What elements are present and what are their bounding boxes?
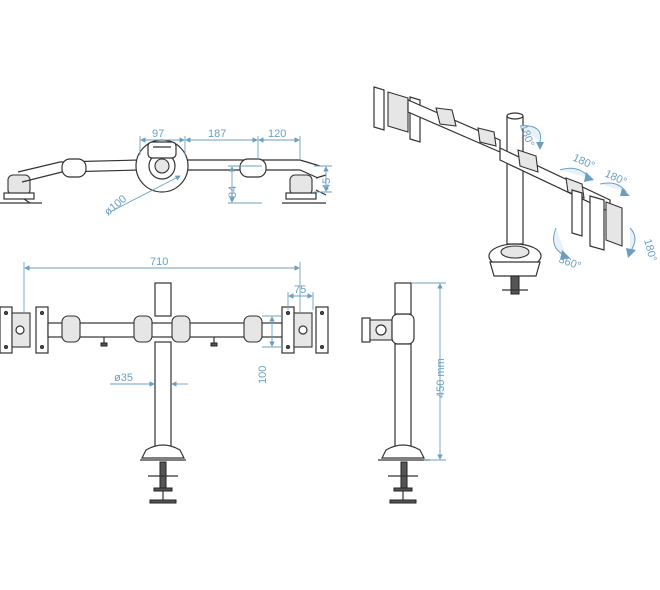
side-dimensions	[412, 282, 446, 461]
dim-187: 187	[208, 128, 226, 140]
front-right-plates	[281, 306, 329, 354]
dim-45: 45	[321, 178, 333, 190]
dim-dia100: ø100	[102, 193, 129, 218]
rotation-arrows	[519, 125, 636, 260]
rot-label-4: 180°	[641, 238, 658, 263]
top-dimensions	[109, 136, 332, 213]
dim-97: 97	[152, 128, 164, 140]
dim-75: 75	[294, 284, 306, 296]
front-dimensions	[23, 262, 314, 387]
top-view: 97 187 120 84 45 ø100	[0, 128, 333, 218]
front-pole	[140, 282, 186, 504]
front-view: 710 75 100 ø35	[0, 256, 329, 504]
top-left-head	[0, 174, 42, 204]
side-view: 450 mm	[361, 282, 447, 504]
perspective-view: 180° 180° 180° 360° 180°	[373, 86, 659, 295]
dim-710: 710	[150, 256, 168, 268]
front-left-plates	[0, 306, 49, 354]
dim-84: 84	[227, 186, 239, 198]
top-right-head	[282, 174, 327, 204]
rot-label-5: 360°	[557, 254, 582, 273]
dim-450: 450 mm	[435, 358, 447, 398]
dim-dia35: ø35	[114, 372, 133, 384]
dim-120: 120	[268, 128, 286, 140]
dim-100: 100	[257, 366, 269, 384]
top-center-clamp	[135, 139, 189, 193]
